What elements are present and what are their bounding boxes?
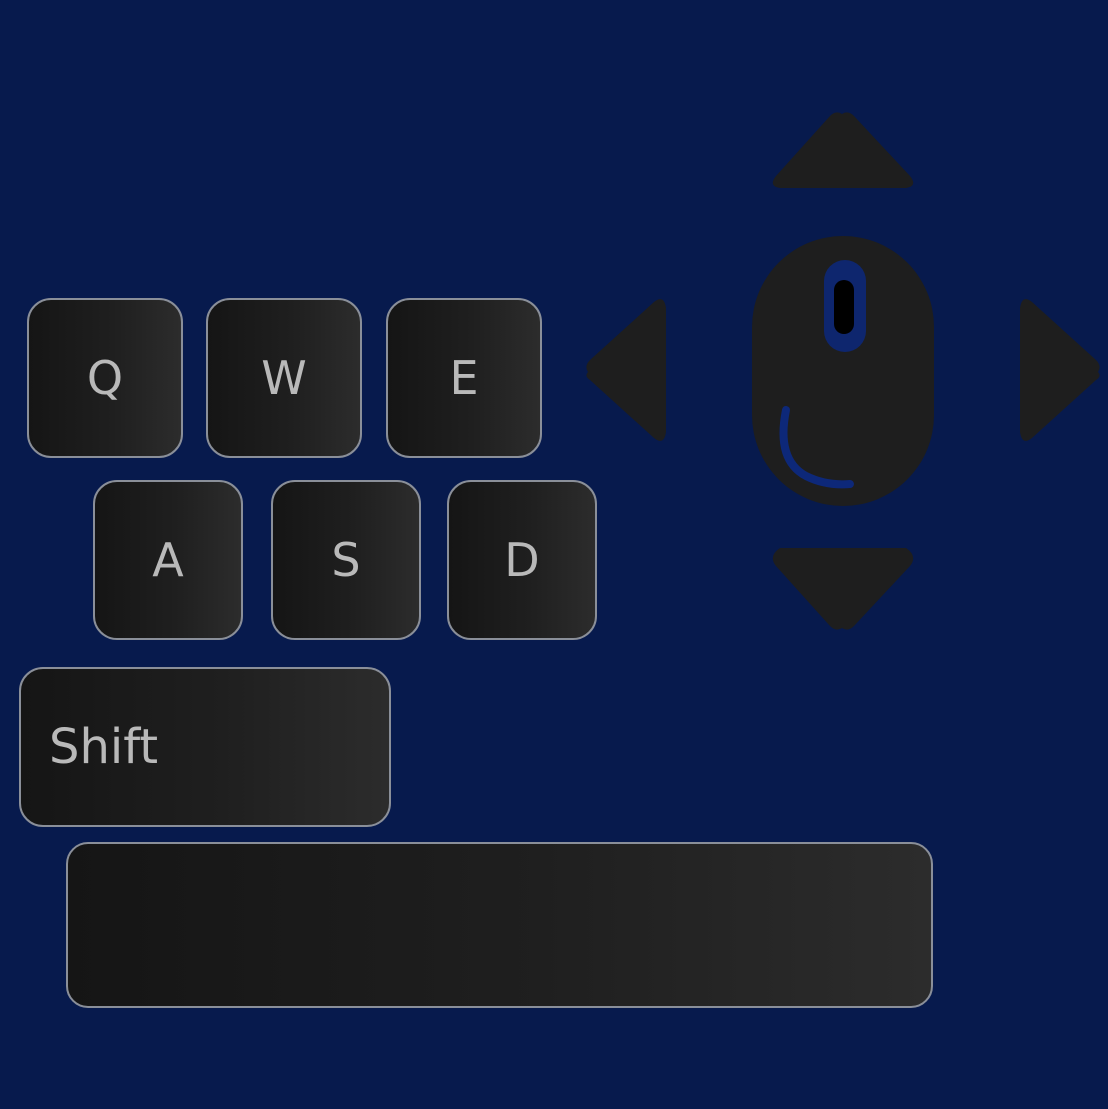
key-w-label: W — [261, 351, 307, 405]
arrow-right-icon — [1020, 299, 1100, 441]
arrow-down-icon — [772, 548, 914, 630]
mouse-icon — [752, 236, 934, 506]
key-q-label: Q — [86, 351, 124, 405]
key-shift-label: Shift — [49, 719, 159, 775]
key-shift[interactable]: Shift — [19, 667, 391, 827]
key-space[interactable] — [66, 842, 933, 1008]
key-a[interactable]: A — [93, 480, 243, 640]
key-e-label: E — [449, 351, 479, 405]
key-s-label: S — [331, 533, 361, 587]
key-d[interactable]: D — [447, 480, 597, 640]
key-q[interactable]: Q — [27, 298, 183, 458]
arrow-up-icon — [772, 112, 914, 188]
key-s[interactable]: S — [271, 480, 421, 640]
key-a-label: A — [152, 533, 184, 587]
key-d-label: D — [504, 533, 540, 587]
arrow-left-icon — [586, 299, 666, 441]
key-w[interactable]: W — [206, 298, 362, 458]
key-e[interactable]: E — [386, 298, 542, 458]
mouse-look-indicator — [586, 112, 1100, 630]
